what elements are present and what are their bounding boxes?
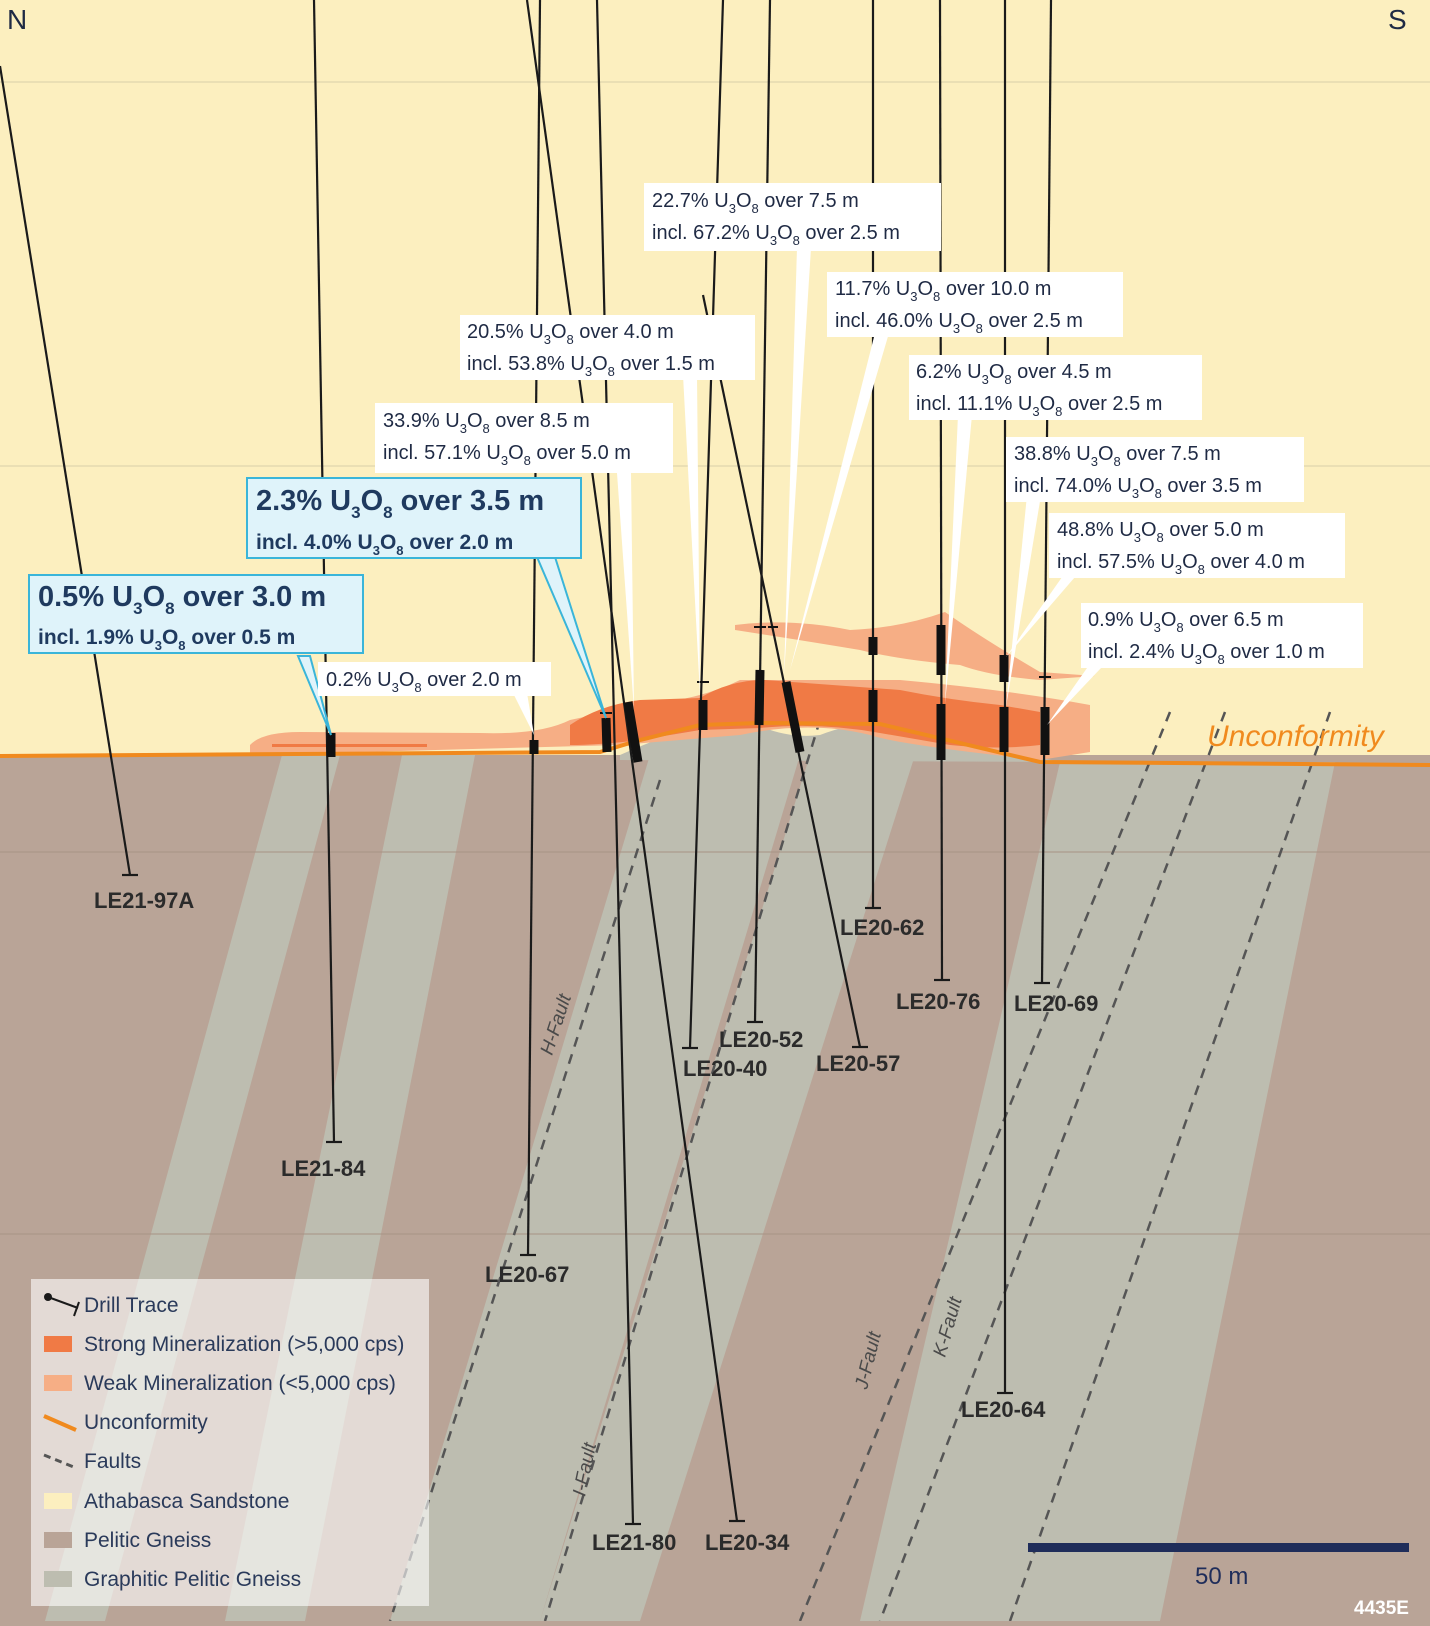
sandstone-swatch-icon [44,1493,72,1509]
hole-label-le21-84: LE21-84 [281,1156,366,1181]
intercept-label-le20-64: 48.8% U3O8 over 5.0 m incl. 57.5% U3O8 o… [1049,513,1345,578]
drill-trace-le21-84 [312,0,336,1143]
svg-text:incl. 4.0% U3O8 over 2.0 m: incl. 4.0% U3O8 over 2.0 m [256,531,513,558]
intercept-label-le20-76: 38.8% U3O8 over 7.5 m incl. 74.0% U3O8 o… [1006,437,1304,502]
figure-id: 4435E [1354,1598,1409,1619]
graphitic-band-3 [390,755,800,1621]
svg-text:incl. 57.1% U3O8 over 5.0 m: incl. 57.1% U3O8 over 5.0 m [383,442,631,468]
intercept-label-le20-67-lower: 0.2% U3O8 over 2.0 m [318,662,551,696]
hole-label-le20-62: LE20-62 [840,915,924,940]
intercept-label-le21-84: 0.5% U3O8 over 3.0 m incl. 1.9% U3O8 ove… [28,574,364,654]
drill-traces [0,0,1053,1525]
scale-bar: 50 m [1028,1543,1409,1590]
legend-label-weak: Weak Mineralization (<5,000 cps) [84,1372,396,1395]
fault-i [543,719,822,1622]
legend-label-graphitic: Graphitic Pelitic Gneiss [84,1568,301,1591]
hole-label-le20-40: LE20-40 [683,1056,767,1081]
callout-pointers [296,248,1101,736]
legend-label-sandstone: Athabasca Sandstone [84,1490,290,1513]
dashed-line-icon [43,1453,77,1470]
hole-label-le20-69: LE20-69 [1014,991,1098,1016]
intercept-boxes: 0.5% U3O8 over 3.0 m incl. 1.9% U3O8 ove… [28,183,1363,696]
svg-text:incl. 46.0% U3O8 over 2.5 m: incl. 46.0% U3O8 over 2.5 m [835,310,1083,336]
fault-h [388,779,662,1622]
intercept-label-le20-57: 11.7% U3O8 over 10.0 m incl. 46.0% U3O8 … [827,272,1123,337]
svg-text:incl. 1.9% U3O8 over 0.5 m: incl. 1.9% U3O8 over 0.5 m [38,626,295,653]
strong-swatch-icon [44,1336,72,1352]
fault-j [798,711,1172,1622]
scale-bar-label: 50 m [1195,1563,1248,1590]
hole-label-le20-76: LE20-76 [896,989,980,1014]
north-label: N [7,4,27,35]
svg-text:incl. 11.1% U3O8 over 2.5 m: incl. 11.1% U3O8 over 2.5 m [916,393,1162,419]
south-label: S [1388,4,1407,35]
svg-text:0.9% U3O8 over 6.5 m: 0.9% U3O8 over 6.5 m [1088,609,1284,635]
hole-label-le20-64: LE20-64 [961,1397,1046,1422]
legend: Drill Trace Strong Mineralization (>5,00… [31,1279,429,1606]
drill-trace-le20-76 [938,0,944,981]
drill-trace-le21-80 [595,0,635,1525]
svg-text:incl. 2.4% U3O8 over 1.0 m: incl. 2.4% U3O8 over 1.0 m [1088,641,1325,667]
unconformity-label: Unconformity [1207,720,1386,753]
legend-label-pelitic: Pelitic Gneiss [84,1529,211,1552]
intercept-label-le20-40: 20.5% U3O8 over 4.0 m incl. 53.8% U3O8 o… [460,315,755,380]
hole-label-le21-80: LE21-80 [592,1530,676,1555]
drill-trace-le20-67 [526,0,542,1256]
strong-mineralization [272,680,1040,748]
hole-label-le20-57: LE20-57 [816,1051,900,1076]
svg-text:2.3% U3O8 over 3.5 m: 2.3% U3O8 over 3.5 m [256,485,544,522]
drill-trace-le20-40 [688,0,725,1049]
grid-lines [0,81,1430,1235]
orange-line-icon [43,1414,77,1432]
legend-label-unconformity: Unconformity [84,1411,208,1434]
drill-trace-le20-52 [753,0,772,1023]
graphitic-bands [45,755,1335,1621]
faults [388,711,1332,1622]
graphitic-band-5 [860,762,1335,1621]
graphitic-band-4 [540,755,915,1621]
hole-label-le21-97a: LE21-97A [94,888,194,913]
svg-text:0.5% U3O8 over 3.0 m: 0.5% U3O8 over 3.0 m [38,581,326,618]
svg-text:6.2% U3O8 over 4.5 m: 6.2% U3O8 over 4.5 m [916,361,1112,387]
svg-text:incl. 53.8% U3O8 over 1.5 m: incl. 53.8% U3O8 over 1.5 m [467,353,715,379]
fault-k [878,711,1227,1622]
pelitic-swatch-icon [44,1532,72,1548]
intercept-label-le21-80: 33.9% U3O8 over 8.5 m incl. 57.1% U3O8 o… [375,403,673,473]
intercept-label-le20-52: 22.7% U3O8 over 7.5 m incl. 67.2% U3O8 o… [644,183,941,251]
svg-text:11.7% U3O8 over 10.0 m: 11.7% U3O8 over 10.0 m [835,278,1051,304]
drill-trace-le21-97a [0,65,132,876]
drill-trace-le20-34 [525,0,739,1522]
legend-label-faults: Faults [84,1450,141,1473]
drill-trace-le20-57 [701,294,862,1048]
hole-label-le20-67: LE20-67 [485,1262,569,1287]
legend-label-drill-trace: Drill Trace [84,1294,179,1317]
svg-text:48.8% U3O8 over 5.0 m: 48.8% U3O8 over 5.0 m [1057,519,1264,545]
weak-swatch-icon [44,1375,72,1391]
svg-text:incl. 57.5% U3O8 over 4.0 m: incl. 57.5% U3O8 over 4.0 m [1057,551,1305,577]
hole-label-le20-52: LE20-52 [719,1027,803,1052]
svg-text:20.5% U3O8 over 4.0 m: 20.5% U3O8 over 4.0 m [467,321,674,347]
hole-label-le20-34: LE20-34 [705,1530,790,1555]
svg-text:incl. 74.0% U3O8 over 3.5 m: incl. 74.0% U3O8 over 3.5 m [1014,475,1262,501]
legend-label-strong: Strong Mineralization (>5,000 cps) [84,1333,404,1356]
hole-labels: LE21-97A LE21-84 LE20-67 LE21-80 LE20-34… [94,888,1098,1555]
intercept-label-le20-62: 6.2% U3O8 over 4.5 m incl. 11.1% U3O8 ov… [909,355,1202,420]
intercept-label-le20-67: 2.3% U3O8 over 3.5 m incl. 4.0% U3O8 ove… [246,477,582,559]
svg-text:33.9% U3O8 over 8.5 m: 33.9% U3O8 over 8.5 m [383,410,590,436]
svg-text:incl. 67.2% U3O8 over 2.5 m: incl. 67.2% U3O8 over 2.5 m [652,222,900,248]
hole-end-caps [122,873,1050,1526]
svg-text:22.7% U3O8 over 7.5 m: 22.7% U3O8 over 7.5 m [652,190,859,216]
drill-trace-icon [44,1293,80,1317]
svg-text:0.2% U3O8 over 2.0 m: 0.2% U3O8 over 2.0 m [326,669,522,695]
graphitic-swatch-icon [44,1571,72,1587]
intercept-ticks [326,625,1050,763]
intercept-label-le20-69: 0.9% U3O8 over 6.5 m incl. 2.4% U3O8 ove… [1081,603,1363,668]
svg-text:38.8% U3O8 over 7.5 m: 38.8% U3O8 over 7.5 m [1014,443,1221,469]
